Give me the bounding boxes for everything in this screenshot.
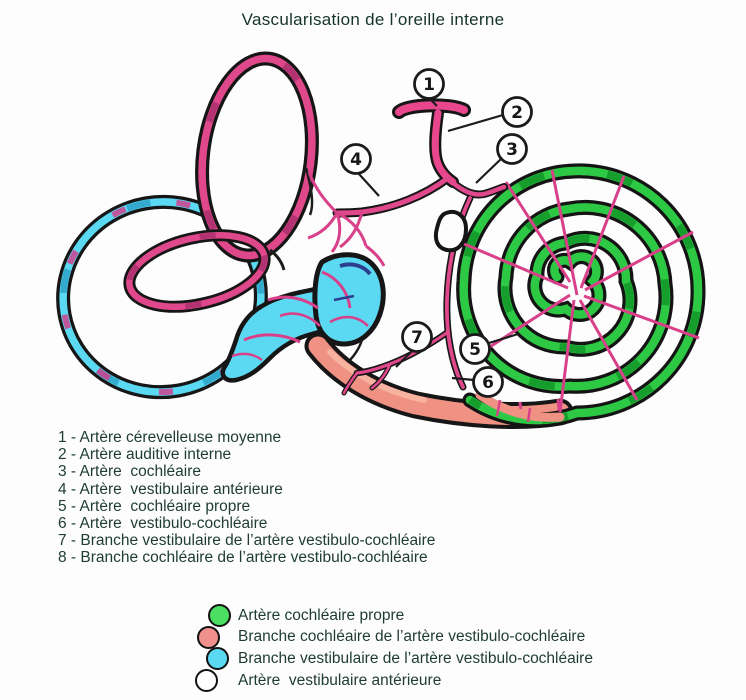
legend-line-4: 4 - Artère vestibulaire antérieure: [58, 480, 283, 498]
legend-line-7: 7 - Branche vestibulaire de l’artère ves…: [58, 532, 436, 550]
superior-semicircular-canal: [195, 51, 319, 263]
svg-text:3: 3: [506, 140, 518, 160]
callout-7: 7: [395, 321, 433, 368]
callout-4: 4: [340, 143, 380, 197]
svg-text:6: 6: [482, 373, 494, 393]
vessel-web: [307, 171, 386, 267]
legend-line-6: 6 - Artère vestibulo-cochléaire: [58, 515, 268, 533]
legend-line-8: 8 - Branche cochléaire de l’artère vesti…: [58, 549, 428, 567]
svg-text:4: 4: [350, 150, 362, 170]
legend-row-cochlear-artery: Artère cochléaire propre: [192, 604, 404, 628]
legend-label: Branche cochléaire de l’artère vestibulo…: [238, 628, 586, 646]
legend-swatch-blue: [206, 647, 229, 671]
callout-3: 3: [475, 133, 528, 184]
legend-line-2: 2 - Artère auditive interne: [58, 446, 232, 464]
cochlear-radial-vessels: [461, 169, 700, 413]
callout-2: 2: [447, 96, 533, 133]
cochlea-spiral: [456, 163, 706, 428]
legend-swatch-salmon: [197, 625, 220, 649]
inner-ear-diagram: 1 2 3 4 5: [56, 51, 706, 429]
color-legend: Artère cochléaire propre Branche cochléa…: [192, 604, 593, 693]
svg-text:1: 1: [423, 75, 435, 95]
svg-text:7: 7: [411, 328, 423, 348]
numbered-legend: 1 - Artère cérevelleuse moyenne 2 - Artè…: [58, 429, 435, 567]
callout-5: 5: [459, 332, 519, 365]
legend-line-3: 3 - Artère cochléaire: [58, 463, 202, 481]
callout-6: 6: [451, 366, 504, 398]
legend-label: Artère cochléaire propre: [238, 606, 405, 624]
vestibule: [220, 252, 386, 383]
legend-label: Branche vestibulaire de l’artère vestibu…: [238, 649, 593, 667]
white-pocket: [433, 209, 469, 253]
legend-row-vestibular-branch: Branche vestibulaire de l’artère vestibu…: [192, 647, 593, 671]
svg-text:2: 2: [511, 103, 523, 123]
legend-row-cochlear-branch: Branche cochléaire de l’artère vestibulo…: [192, 625, 585, 649]
legend-swatch-green: [208, 604, 231, 628]
posterior-canal-loop: [123, 229, 271, 313]
legend-line-1: 1 - Artère cérevelleuse moyenne: [58, 429, 282, 446]
legend-label: Artère vestibulaire antérieure: [238, 671, 442, 689]
svg-text:5: 5: [469, 340, 481, 360]
legend-swatch-white: [195, 669, 218, 693]
legend-row-vestibular-artery: Artère vestibulaire antérieure: [192, 669, 441, 693]
page-title: Vascularisation de l’oreille interne: [241, 10, 505, 29]
callout-1: 1: [413, 68, 445, 107]
callouts: 1 2 3 4 5: [340, 68, 533, 398]
legend-line-5: 5 - Artère cochléaire propre: [58, 497, 251, 515]
